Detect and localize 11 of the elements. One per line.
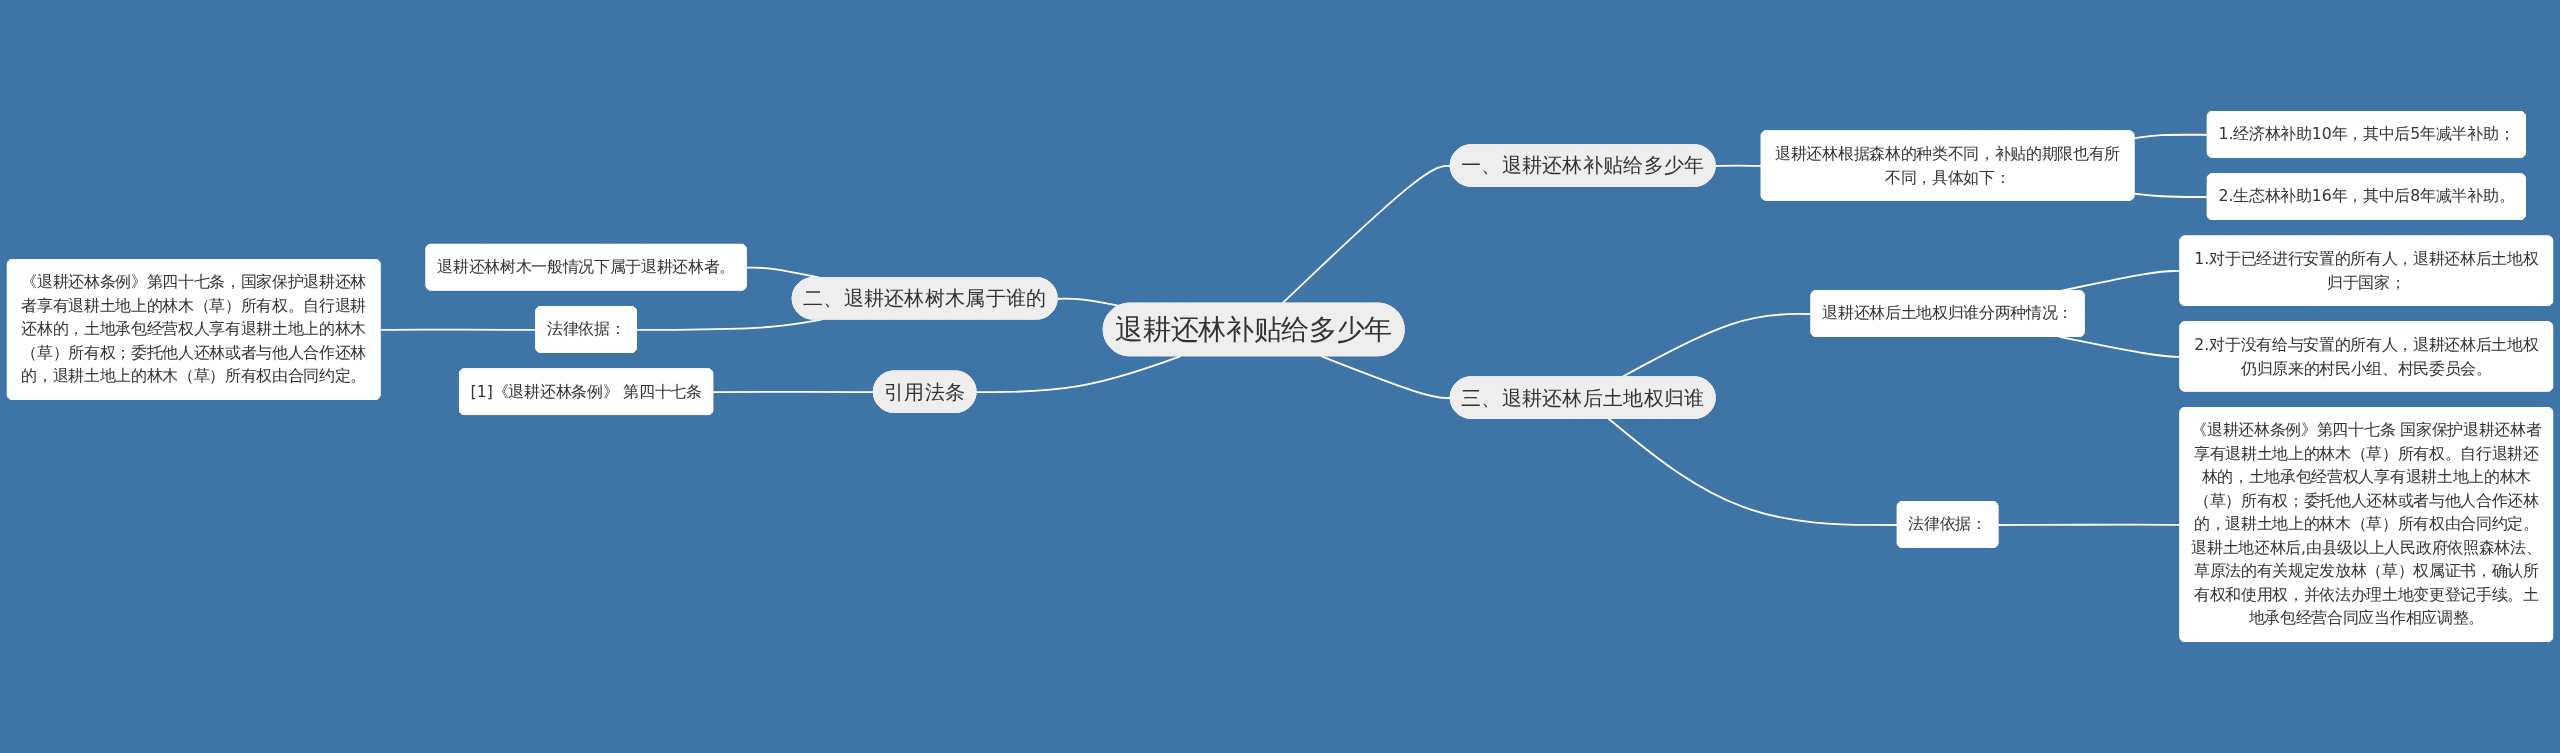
connector (975, 355, 1182, 394)
connector (1281, 165, 1452, 305)
connector (1714, 164, 1763, 167)
connector (2133, 133, 2209, 140)
connector (1997, 523, 2182, 526)
connector (2133, 192, 2209, 199)
connector (1607, 417, 1899, 526)
connector (712, 390, 875, 394)
connector (1056, 297, 1121, 307)
connector (1320, 355, 1452, 399)
connector (2058, 335, 2182, 358)
